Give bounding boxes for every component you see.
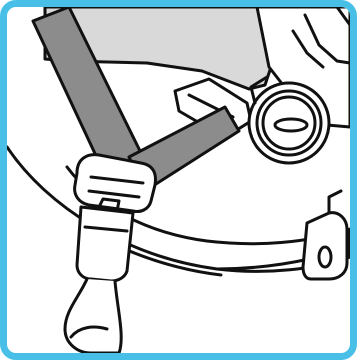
strap-buckle-illustration — [7, 7, 350, 353]
tether — [65, 279, 121, 353]
latch-tongue — [77, 207, 133, 281]
